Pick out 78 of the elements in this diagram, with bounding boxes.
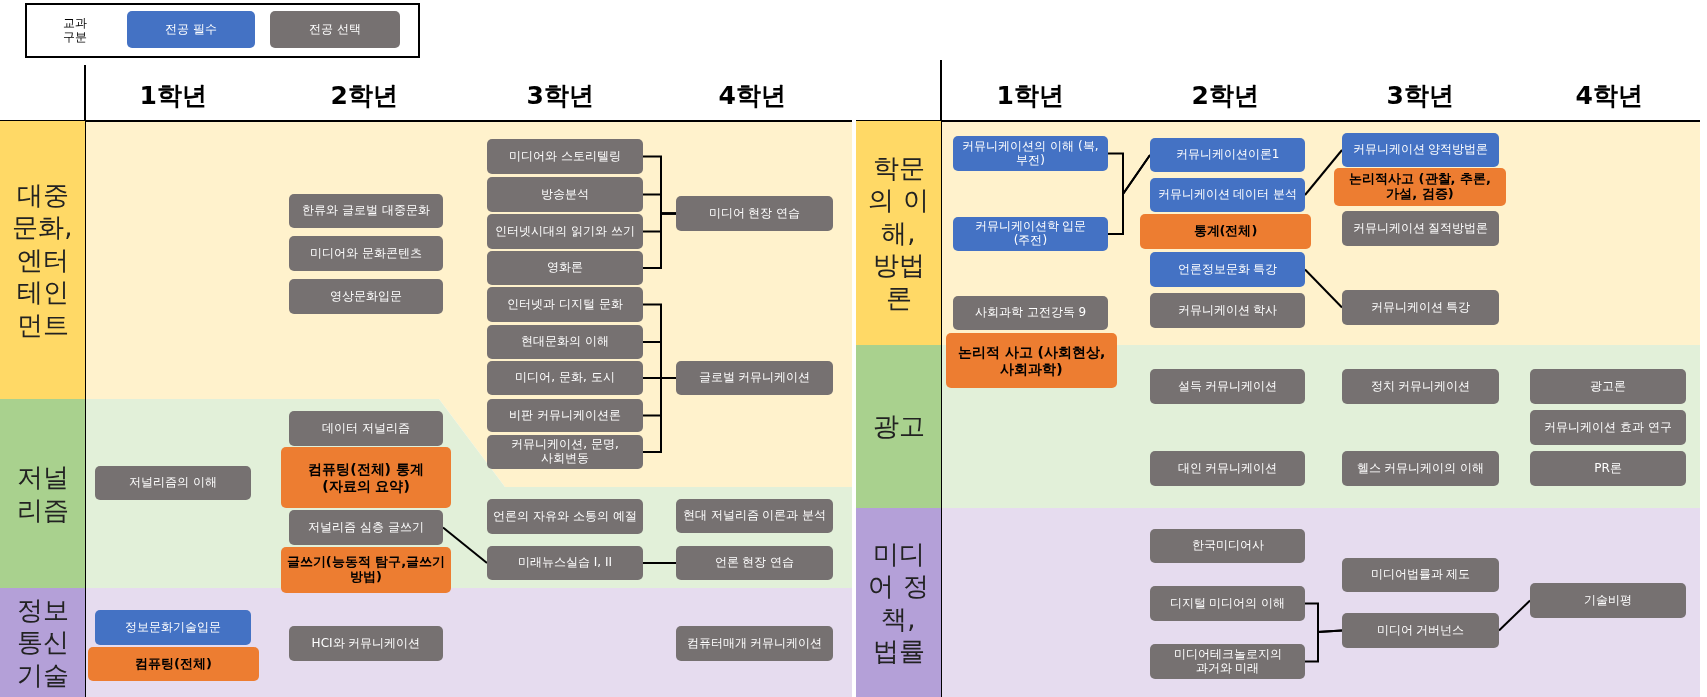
course-box: 정보문화기술입문 xyxy=(95,610,251,645)
year-header: 4학년 xyxy=(1575,79,1643,112)
legend-key: 전공 필수 xyxy=(127,11,255,48)
category-band: 광고 xyxy=(856,345,941,508)
course-box: PR론 xyxy=(1530,451,1686,486)
year-header: 1학년 xyxy=(996,79,1064,112)
course-box: 미디어테크놀로지의 과거와 미래 xyxy=(1150,644,1305,679)
year-header: 2학년 xyxy=(330,79,398,112)
year-header: 1학년 xyxy=(139,79,207,112)
course-box: 기술비평 xyxy=(1530,583,1686,618)
course-box: 광고론 xyxy=(1530,369,1686,404)
course-box: 커뮤니케이션 학사 xyxy=(1150,293,1305,328)
course-box: 커뮤니케이션 질적방법론 xyxy=(1342,211,1499,246)
year-header: 3학년 xyxy=(526,79,594,112)
course-box: HCI와 커뮤니케이션 xyxy=(289,626,443,661)
course-box: 데이터 저널리즘 xyxy=(289,411,443,446)
year-header: 4학년 xyxy=(718,79,786,112)
course-box: 인터넷과 디지털 문화 xyxy=(487,287,643,322)
course-box: 커뮤니케이션 양적방법론 xyxy=(1342,133,1499,167)
category-band: 미디어 정책, 법률 xyxy=(856,508,941,697)
course-box: 논리적사고 (관찰, 추론, 가설, 검증) xyxy=(1334,168,1506,206)
course-box: 글로벌 커뮤니케이션 xyxy=(676,361,833,395)
category-band: 저널리즘 xyxy=(0,399,85,588)
course-box: 언론의 자유와 소통의 예절 xyxy=(487,499,643,534)
course-box: 대인 커뮤니케이션 xyxy=(1150,451,1305,486)
connector-line xyxy=(1304,629,1343,663)
year-header: 2학년 xyxy=(1191,79,1259,112)
course-box: 커뮤니케이션학 입문 (주전) xyxy=(953,217,1108,251)
course-box: 영상문화입문 xyxy=(289,279,443,314)
course-box: 비판 커뮤니케이션론 xyxy=(487,399,643,432)
connector-line xyxy=(1304,268,1343,309)
course-box: 컴퓨팅(전체) 통계(자료의 요약) xyxy=(281,447,451,508)
course-box: 설득 커뮤니케이션 xyxy=(1150,369,1305,404)
course-box: 커뮤니케이션 특강 xyxy=(1342,290,1499,325)
category-band: 학문의 이해, 방법론 xyxy=(856,121,941,345)
course-box: 논리적 사고 (사회현상,사회과학) xyxy=(946,333,1117,388)
course-box: 커뮤니케이션이론1 xyxy=(1150,138,1305,172)
category-band: 대중문화, 엔터테인먼트 xyxy=(0,121,85,399)
course-box: 커뮤니케이션의 이해 (복, 부전) xyxy=(953,136,1108,171)
connector-line xyxy=(642,212,677,269)
course-box: 정치 커뮤니케이션 xyxy=(1342,369,1499,404)
legend-title: 교과 구분 xyxy=(62,15,88,45)
course-box: 커뮤니케이션 데이터 분석 xyxy=(1150,178,1305,212)
course-box: 저널리즘 심층 글쓰기 xyxy=(289,510,443,545)
connector-line xyxy=(1498,599,1531,632)
course-box: 디지털 미디어의 이해 xyxy=(1150,586,1305,621)
course-box: 미디어와 스토리텔링 xyxy=(487,139,643,174)
course-box: 커뮤니케이션, 문명, 사회변동 xyxy=(487,435,643,469)
course-box: 미디어와 문화콘텐츠 xyxy=(289,236,443,271)
course-box: 미디어 현장 연습 xyxy=(676,196,833,231)
category-band: 정보통신기술 xyxy=(0,588,85,697)
course-box: 미디어 거버넌스 xyxy=(1342,613,1499,648)
course-box: 한국미디어사 xyxy=(1150,529,1305,563)
course-box: 헬스 커뮤니케이의 이해 xyxy=(1342,451,1499,486)
course-box: 컴퓨팅(전체) xyxy=(88,647,259,681)
course-box: 저널리즘의 이해 xyxy=(95,466,251,500)
course-box: 영화론 xyxy=(487,251,643,285)
course-box: 한류와 글로벌 대중문화 xyxy=(289,194,443,228)
course-box: 통계(전체) xyxy=(1140,214,1311,249)
year-header: 3학년 xyxy=(1386,79,1454,112)
course-box: 미디어법률과 제도 xyxy=(1342,558,1499,592)
course-box: 컴퓨터매개 커뮤니케이션 xyxy=(676,626,833,661)
connector-line xyxy=(1304,149,1343,196)
course-box: 현대 저널리즘 이론과 분석 xyxy=(676,499,833,533)
connector-line xyxy=(642,562,677,564)
course-box: 인터넷시대의 읽기와 쓰기 xyxy=(487,214,643,249)
course-box: 방송분석 xyxy=(487,177,643,212)
course-box: 현대문화의 이해 xyxy=(487,325,643,359)
course-box: 언론 현장 연습 xyxy=(676,546,833,580)
course-box: 사회과학 고전강독 9 xyxy=(953,296,1108,330)
course-box: 미래뉴스실습 I, II xyxy=(487,546,643,580)
course-box: 언론정보문화 특강 xyxy=(1150,252,1305,287)
course-box: 글쓰기(능동적 탐구,글쓰기 방법) xyxy=(281,547,451,593)
course-box: 커뮤니케이션 효과 연구 xyxy=(1530,410,1686,445)
legend-key: 전공 선택 xyxy=(270,11,400,48)
course-box: 미디어, 문화, 도시 xyxy=(487,361,643,395)
connector-line xyxy=(442,526,488,564)
connector-line xyxy=(1107,154,1151,235)
